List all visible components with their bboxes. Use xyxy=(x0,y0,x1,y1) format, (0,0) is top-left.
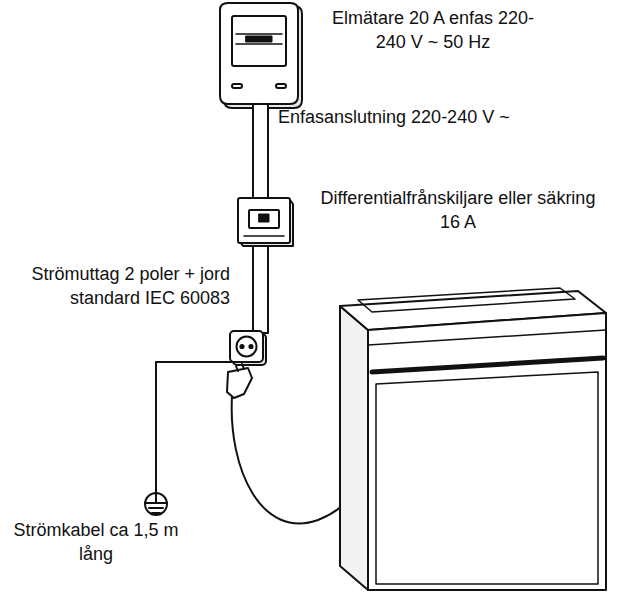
oven xyxy=(340,288,606,590)
ground-symbol xyxy=(145,492,167,515)
ground-wire xyxy=(156,362,234,492)
electric-meter xyxy=(220,3,302,108)
label: Strömkabel ca 1,5 m lång xyxy=(12,518,180,566)
label: Differentialfrånskiljare eller säkring 1… xyxy=(318,186,598,234)
label: Elmätare 20 A enfas 220-240 V ~ 50 Hz xyxy=(318,6,548,54)
plug xyxy=(227,364,252,398)
circuit-breaker xyxy=(238,198,293,246)
label: Enfasanslutning 220-240 V ~ xyxy=(278,105,614,129)
socket-outlet xyxy=(230,331,266,365)
label: Strömuttag 2 poler + jord standard IEC 6… xyxy=(18,262,230,310)
